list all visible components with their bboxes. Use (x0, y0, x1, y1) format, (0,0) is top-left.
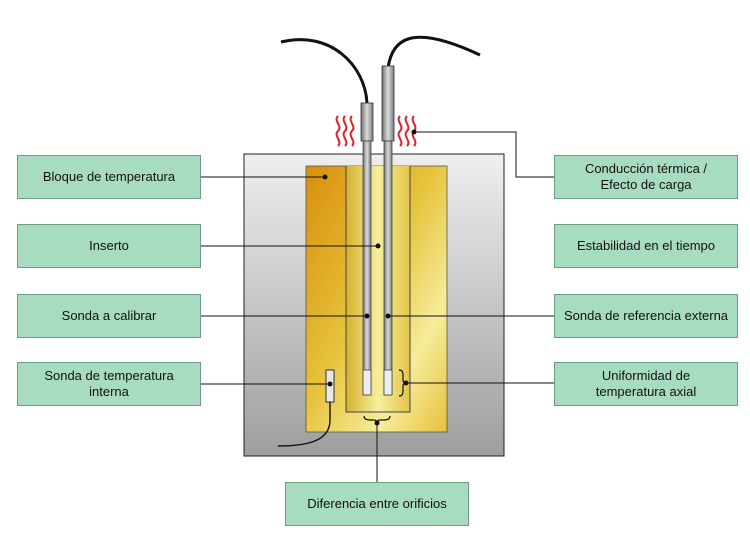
leader-conduccion (414, 131, 554, 178)
dot-inserto (375, 243, 381, 249)
dot-diferencia (374, 420, 380, 426)
label-text: Diferencia entre orificios (307, 496, 447, 511)
label-text: Sonda a calibrar (61, 308, 157, 323)
insert-cavity (345, 166, 411, 413)
probe-handle-right (381, 65, 395, 142)
label-estabilidad: Estabilidad en el tiempo (554, 224, 738, 268)
label-text-line2: temperatura axial (595, 384, 697, 399)
internal-probe-cable (277, 402, 331, 447)
label-diferencia-orificios: Diferencia entre orificios (285, 482, 469, 526)
label-bloque-de-temperatura: Bloque de temperatura (17, 155, 201, 199)
label-text: Inserto (89, 238, 129, 253)
label-text: Estabilidad en el tiempo (576, 238, 716, 253)
label-inserto: Inserto (17, 224, 201, 268)
probe-cable-left (280, 38, 369, 104)
label-uniformidad-axial: Uniformidad de temperatura axial (554, 362, 738, 406)
dot-conduccion (411, 129, 417, 135)
probe-shaft-right (383, 140, 393, 396)
label-text-line1: Uniformidad de (601, 368, 691, 383)
label-text: Sonda de temperatura interna (44, 368, 174, 399)
label-sonda-a-calibrar: Sonda a calibrar (17, 294, 201, 338)
probe-tip-left (362, 369, 372, 396)
dot-uniformidad (403, 380, 409, 386)
probe-shaft-left (362, 140, 372, 396)
label-text: Bloque de temperatura (42, 169, 176, 184)
dot-sonda-interna (327, 381, 333, 387)
probe-handle-left (360, 102, 374, 142)
dot-sonda-calibrar (364, 313, 370, 319)
label-text-line1: Conducción térmica / (584, 161, 708, 176)
dot-bloque (322, 174, 328, 180)
dot-sonda-referencia (385, 313, 391, 319)
label-sonda-referencia-externa: Sonda de referencia externa (554, 294, 738, 338)
label-text-line2: Efecto de carga (600, 177, 692, 192)
label-sonda-temperatura-interna: Sonda de temperatura interna (17, 362, 201, 406)
label-conduccion-termica: Conducción térmica / Efecto de carga (554, 155, 738, 199)
probe-cable-right (386, 35, 481, 69)
probe-tip-right (383, 369, 393, 396)
heat-waves-icon (335, 115, 417, 147)
label-text: Sonda de referencia externa (563, 308, 729, 323)
